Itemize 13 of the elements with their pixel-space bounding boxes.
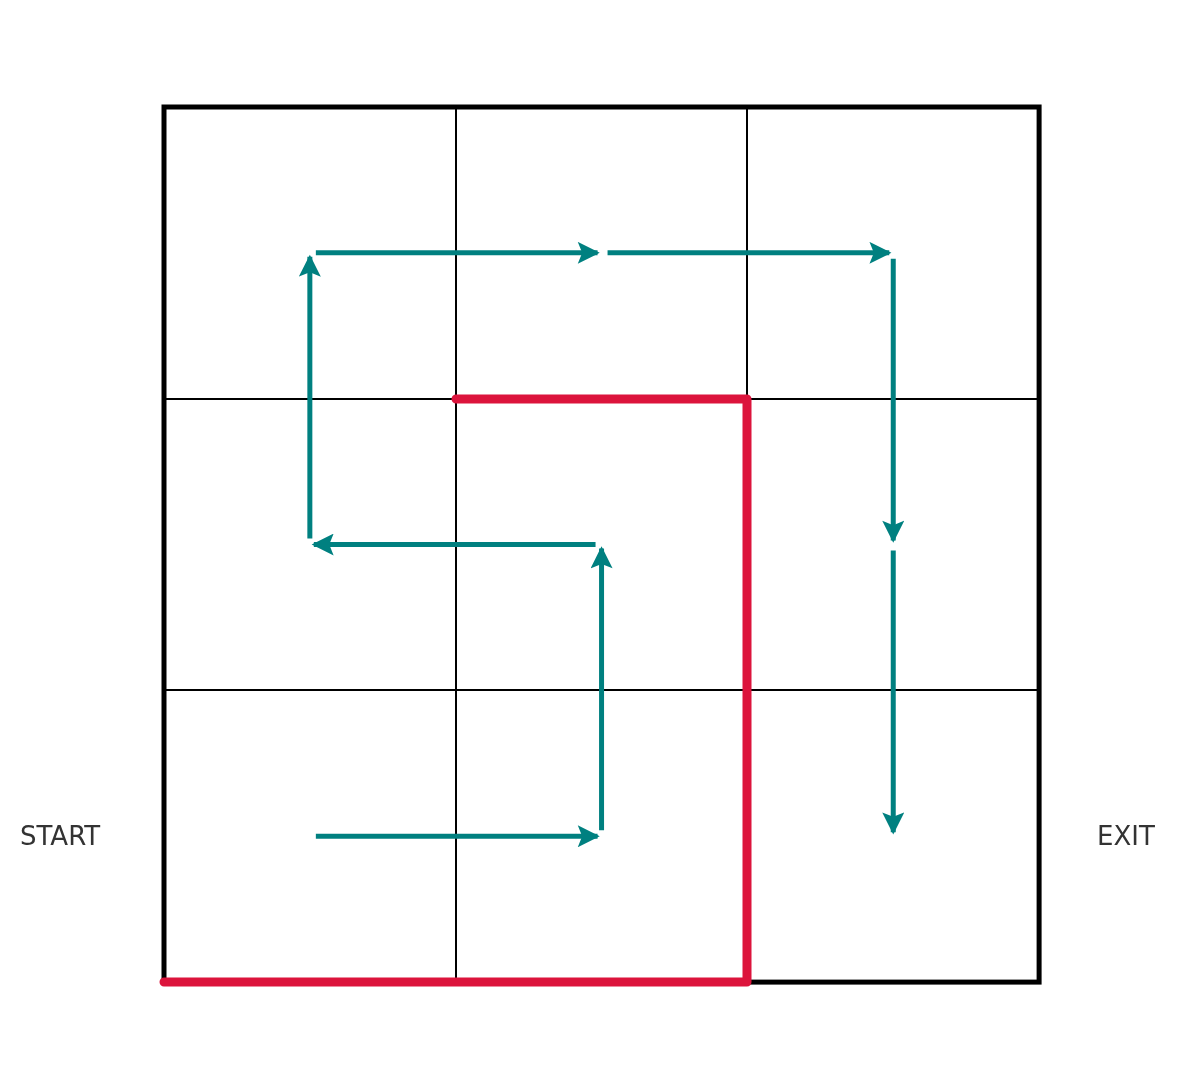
path-arrow xyxy=(882,550,905,835)
path-arrow xyxy=(882,258,905,543)
path-arrow xyxy=(315,825,600,848)
path-arrow xyxy=(298,254,321,539)
path-arrow xyxy=(311,533,596,556)
maze-cell xyxy=(747,107,1040,399)
maze-cell xyxy=(164,107,456,399)
exit-label: EXIT xyxy=(1097,821,1155,851)
path-arrow xyxy=(590,546,613,831)
path-arrow xyxy=(315,241,600,264)
maze-cell xyxy=(164,398,456,691)
start-label: START xyxy=(20,821,101,851)
path-arrow xyxy=(607,241,892,264)
